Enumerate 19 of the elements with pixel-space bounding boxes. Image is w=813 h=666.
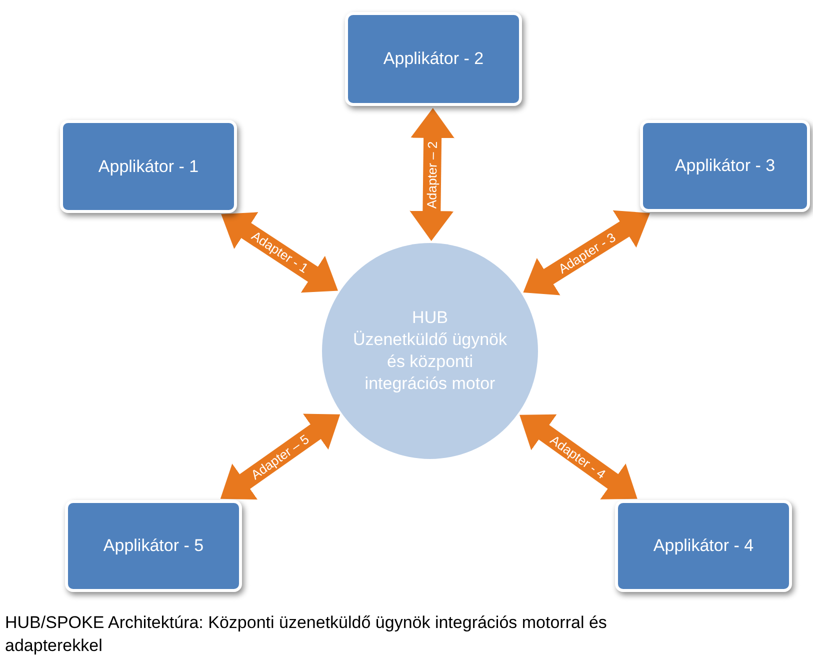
node-text: HUB xyxy=(412,306,448,329)
node-text: Applikátor - 4 xyxy=(653,535,754,558)
node-text: Applikátor - 1 xyxy=(98,156,199,178)
double-arrow xyxy=(520,414,638,500)
application-box xyxy=(640,120,810,212)
application-box xyxy=(615,500,792,592)
node-text: Applikátor - 3 xyxy=(674,155,776,178)
application-box xyxy=(345,12,522,106)
double-arrow xyxy=(221,212,338,293)
node-text: Applikátor - 5 xyxy=(103,535,204,558)
application-box xyxy=(60,120,237,213)
double-arrow xyxy=(410,108,455,241)
node-text: Üzenetküldő ügynök és központi integrációs motor xyxy=(352,328,508,396)
edge-label: Adapter – 2 xyxy=(425,140,439,208)
caption: HUB/SPOKE Architektúra: Központi üzenetküldő ügynök integrációs motorral és adapterekkel xyxy=(5,612,608,657)
double-arrow xyxy=(523,210,650,296)
double-arrow xyxy=(220,414,340,500)
node-text: Applikátor - 2 xyxy=(383,48,484,70)
application-box xyxy=(65,500,242,592)
